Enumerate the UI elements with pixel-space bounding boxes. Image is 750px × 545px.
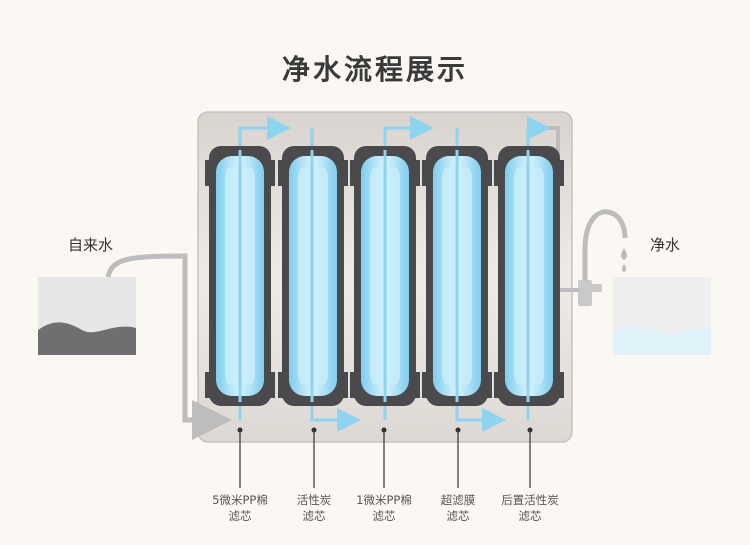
clean-water-label: 净水 (650, 236, 681, 254)
clean-water-tank (613, 277, 711, 355)
stage-caption-4: 超滤膜 滤芯 (440, 493, 476, 523)
inlet-pipe (105, 253, 232, 440)
tap-water-label: 自来水 (68, 236, 114, 254)
tap-water-tank (38, 277, 136, 355)
stage-caption-5: 后置活性炭 滤芯 (501, 493, 559, 523)
stage-caption-3: 1微米PP棉 滤芯 (356, 493, 412, 523)
faucet-icon (578, 209, 628, 306)
stage-caption-1: 5微米PP棉 滤芯 (212, 493, 268, 523)
center-flow-lines (238, 150, 530, 402)
stage-caption-2: 活性炭 滤芯 (296, 493, 332, 523)
page-title: 净水流程展示 (281, 53, 468, 86)
callout-lines (239, 430, 531, 488)
callout-dots (237, 427, 533, 433)
